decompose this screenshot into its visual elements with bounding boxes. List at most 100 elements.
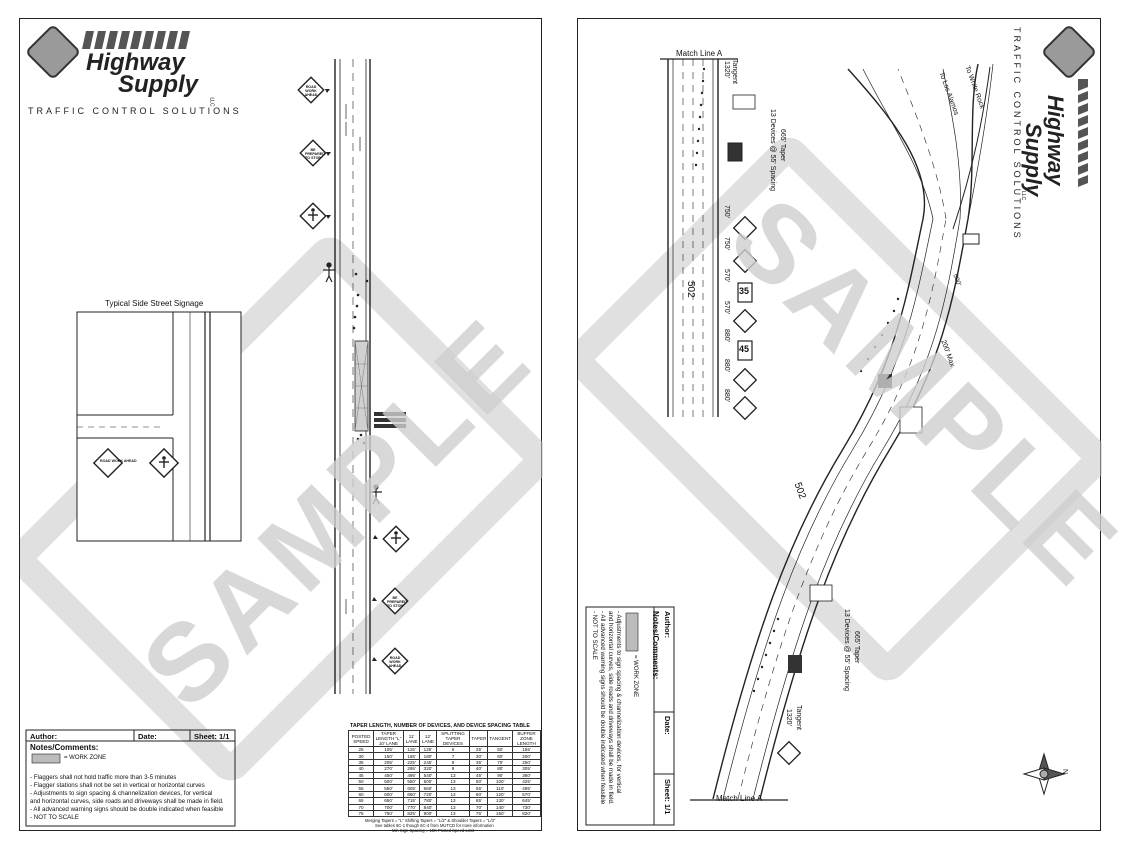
logo-word-supply: Supply	[118, 71, 199, 98]
logo-word-highway: Highway	[86, 49, 185, 76]
speed-limit-sign	[737, 282, 753, 303]
channelizing-devices	[752, 297, 900, 693]
speed-limit-value: 35	[739, 286, 750, 296]
sign-distance: 750'	[723, 237, 730, 251]
left-plan-sheet: Highway Supply LLC TRAFFIC CONTROL SOLUT…	[19, 18, 555, 833]
be-prepared-to-stop-sign	[381, 587, 409, 615]
note-line: and horizontal curves, side roads and dr…	[30, 798, 224, 805]
road-work-ahead-sign	[962, 233, 980, 245]
table-cell: 150'	[487, 809, 513, 818]
table-cell: 13	[435, 809, 471, 818]
compass-north-label: N	[1061, 769, 1068, 775]
table-header: 11' LANE	[402, 730, 421, 747]
tangent-label: Tangent	[731, 59, 738, 84]
sheet-label: Sheet: 1/1	[663, 779, 672, 815]
work-zone-area	[354, 340, 369, 432]
road-sign-label: BE PREPARED TO STOP	[305, 148, 325, 160]
tangent-length: 1320'	[785, 709, 792, 726]
work-zone-legend-label: = WORK ZONE	[64, 755, 107, 761]
left-sheet-drawing	[20, 26, 543, 827]
tangent-length: 1320'	[723, 61, 730, 78]
date-label: Date:	[138, 732, 157, 741]
notes-label: Notes/Comments:	[30, 743, 99, 752]
sign-distance: 750'	[723, 205, 730, 219]
right-title-block-frame	[585, 606, 675, 826]
work-zone-legend-icon	[31, 753, 61, 764]
taper-footnote: Merging Tapers = "L" Shifting Tapers = "…	[365, 818, 496, 823]
inset-flagger-sign	[148, 447, 180, 479]
sign-distance: 570'	[723, 301, 730, 315]
flagger-icon	[323, 262, 335, 283]
sign-distance: 880'	[723, 329, 730, 343]
taper-table-header-row: POSTED SPEED TAPER LENGTH "L" 10' LANE 1…	[347, 730, 541, 747]
taper-table: POSTED SPEED TAPER LENGTH "L" 10' LANE 1…	[347, 730, 541, 818]
match-line-bottom: Match Line A	[716, 794, 763, 803]
taper-footnote: See tables 6C-1 though 6C-4 from MUTCD f…	[375, 823, 494, 828]
road-work-sign	[732, 248, 758, 274]
logo-diamond-icon	[1043, 26, 1095, 78]
work-zone-legend-icon	[625, 612, 639, 652]
logo-word-supply: Supply	[1021, 123, 1046, 197]
logo-stripes-icon	[1078, 79, 1088, 187]
north-arrow-icon	[1022, 752, 1066, 796]
note-line: - Adjustments to sign spacing & channeli…	[615, 611, 622, 794]
logo-diamond-icon	[27, 26, 79, 78]
channelizing-devices	[694, 67, 706, 167]
highway-straight-segment	[660, 58, 738, 417]
taper-label: 665' Taper	[779, 129, 786, 162]
work-zone-legend-label: = WORK ZONE	[632, 655, 638, 698]
speed-limit-sign	[737, 340, 753, 361]
flagger-icon	[370, 484, 382, 505]
table-header: TANGENT	[487, 730, 513, 747]
work-zone-marker	[788, 374, 923, 673]
flagger-ahead-sign	[382, 525, 410, 553]
author-label: Author:	[663, 611, 672, 639]
channelizing-devices	[352, 272, 369, 445]
note-line: - Flagger stations shall not be set in v…	[30, 782, 205, 789]
barricade-icon	[374, 412, 406, 428]
taper-footnote: Min Sign Spacing = 10X Posted Speed Limi…	[392, 828, 475, 833]
table-header: TAPER	[469, 730, 489, 747]
tangent-label: Tangent	[795, 705, 802, 730]
speed-limit-value: 45	[739, 344, 750, 354]
road-sign-label: BE PREPARED TO STOP	[387, 596, 407, 608]
table-header: TAPER LENGTH "L" 10' LANE	[373, 730, 404, 747]
sheet-label: Sheet: 1/1	[194, 732, 230, 741]
table-cell: 900'	[419, 809, 437, 818]
table-header: 12' LANE	[419, 730, 437, 747]
table-cell: 820'	[512, 809, 541, 818]
logo-tagline: TRAFFIC CONTROL SOLUTIONS	[1012, 27, 1022, 241]
lane-shift-sign	[732, 367, 758, 393]
road-sign-label: ROAD WORK AHEAD	[304, 85, 318, 97]
lane-reduction-sign	[732, 215, 758, 241]
road-work-ahead-sign	[381, 647, 409, 675]
note-line: - All advanced warning signs should be d…	[30, 806, 224, 813]
right-sheet-drawing	[578, 26, 1102, 826]
author-label: Author:	[30, 732, 58, 741]
table-cell: 750'	[373, 809, 404, 818]
be-prepared-to-stop-sign	[299, 139, 327, 167]
table-header: POSTED SPEED	[347, 730, 375, 747]
table-header: BUFFER ZONE LENGTH	[512, 730, 541, 747]
inset-sign-label: ROAD WORK AHEAD	[100, 459, 137, 463]
right-plan-sheet: Highway Supply LLC TRAFFIC CONTROL SOLUT…	[577, 18, 1121, 831]
note-line: - NOT TO SCALE	[30, 814, 79, 821]
road-work-ahead-sign	[297, 76, 325, 104]
table-cell: 825'	[402, 809, 421, 818]
sign-distance: 570'	[723, 269, 730, 283]
left-title-block-frame	[25, 729, 236, 827]
flagger-ahead-sign	[299, 202, 327, 230]
road-work-sign	[732, 395, 758, 421]
note-line: - Flaggers shall not hold traffic more t…	[30, 774, 177, 781]
route-label: 502	[685, 281, 696, 298]
sign-distance: 880'	[723, 389, 730, 403]
table-cell: 75'	[469, 809, 489, 818]
match-line-top: Match Line A	[676, 49, 723, 58]
road-work-sign	[732, 308, 758, 334]
note-line: and horizontal curves, side roads and dr…	[607, 611, 614, 805]
note-line: - NOT TO SCALE	[591, 611, 598, 660]
taper-table-title: TAPER LENGTH, NUMBER OF DEVICES, AND DEV…	[350, 723, 530, 729]
